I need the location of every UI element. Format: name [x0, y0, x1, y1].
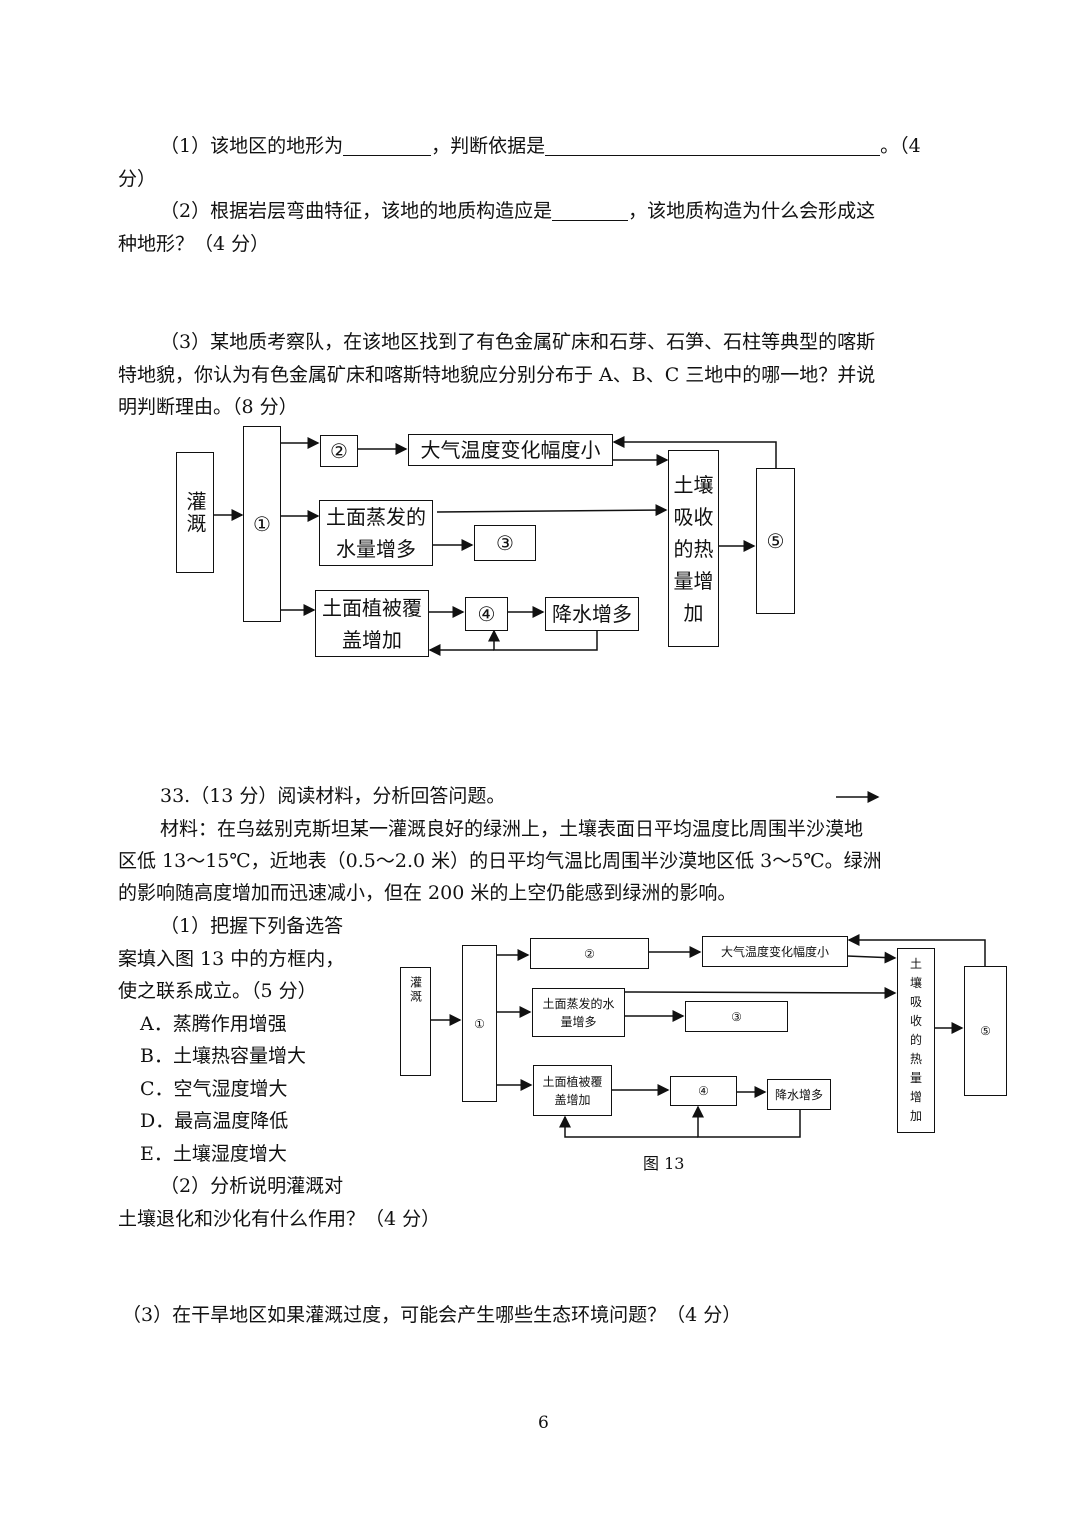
q32-p2-text-c: 种地形？（4 分） [118, 233, 270, 255]
box-rain: 降水增多 [545, 597, 639, 631]
box-evaporation: 土面蒸发的水量增多 [319, 500, 433, 566]
fig13-box-4[interactable]: ④ [670, 1076, 737, 1106]
option-e: E．土壤湿度增大 [140, 1143, 287, 1165]
box-3[interactable]: ③ [474, 525, 536, 561]
fig13-box-rain: 降水增多 [767, 1079, 831, 1110]
q32-p1-text-c: 。（4 [880, 135, 921, 157]
fig13-box-2[interactable]: ② [530, 938, 649, 969]
q33-part3: （3）在干旱地区如果灌溉过度，可能会产生哪些生态环境问题？（4 分） [122, 1304, 742, 1326]
figure-caption: 图 13 [643, 1154, 685, 1173]
page-number: 6 [538, 1413, 549, 1433]
q33-part1-line: 案填入图 13 中的方框内， [118, 948, 345, 970]
q33-title: 33.（13 分）阅读材料，分析回答问题。 [160, 785, 506, 807]
q33-part2-line: 土壤退化和沙化有什么作用？（4 分） [118, 1208, 441, 1230]
fig13-box-soil-heat: 土壤吸收的热量增加 [897, 948, 935, 1133]
q32-part2: （2）根据岩层弯曲特征，该地的地质构造应是 ，该地质构造为什么会形成这 [160, 202, 875, 221]
answer-blank[interactable] [343, 137, 432, 156]
q32-p3-line: （3）某地质考察队，在该地区找到了有色金属矿床和石芽、石笋、石柱等典型的喀斯 [160, 331, 876, 353]
fig13-box-evaporation: 土面蒸发的水量增多 [532, 988, 625, 1037]
fig13-box-irrigation: 灌溉 [400, 967, 431, 1076]
q32-p2-text: （2）根据岩层弯曲特征，该地的地质构造应是 [160, 200, 553, 222]
q32-p3-line: 特地貌，你认为有色金属矿床和喀斯特地貌应分别分布于 A、B、C 三地中的哪一地？… [118, 364, 876, 386]
q33-material-line: 区低 13～15℃，近地表（0.5～2.0 米）的日平均气温比周围半沙漠地区低 … [118, 850, 882, 872]
box-4[interactable]: ④ [465, 597, 508, 631]
fig13-box-temp-range: 大气温度变化幅度小 [702, 936, 848, 967]
q33-part1-line: 使之联系成立。（5 分） [118, 980, 317, 1002]
q32-part1: （1）该地区的地形为 ，判断依据是 。（4 [160, 137, 921, 156]
box-irrigation: 灌溉 [176, 452, 214, 573]
answer-blank[interactable] [552, 202, 629, 221]
q32-p1-text-d: 分） [118, 168, 157, 190]
box-5[interactable]: ⑤ [756, 468, 795, 614]
box-2[interactable]: ② [320, 435, 358, 467]
option-a: A．蒸腾作用增强 [140, 1013, 287, 1035]
q33-part1-line: （1）把握下列备选答 [160, 915, 344, 937]
q33-material-line: 材料：在乌兹别克斯坦某一灌溉良好的绿洲上，土壤表面日平均温度比周围半沙漠地 [160, 818, 864, 840]
q32-p1-text: （1）该地区的地形为 [160, 135, 344, 157]
box-soil-heat: 土壤吸收的热量增加 [668, 450, 719, 647]
q33-material-line: 的影响随高度增加而迅速减小，但在 200 米的上空仍能感到绿洲的影响。 [118, 882, 737, 904]
box-1[interactable]: ① [243, 426, 281, 622]
option-c: C．空气湿度增大 [140, 1078, 288, 1100]
fig13-box-vegetation: 土面植被覆盖增加 [533, 1065, 612, 1116]
q32-p3-line: 明判断理由。（8 分） [118, 396, 298, 418]
box-vegetation: 土面植被覆盖增加 [315, 590, 429, 657]
option-d: D．最高温度降低 [140, 1110, 289, 1132]
box-temp-range: 大气温度变化幅度小 [408, 434, 613, 466]
option-b: B．土壤热容量增大 [140, 1045, 306, 1067]
q32-p2-text-b: ，该地质构造为什么会形成这 [628, 200, 876, 222]
fig13-box-1[interactable]: ① [462, 945, 497, 1102]
q33-part2-line: （2）分析说明灌溉对 [160, 1175, 344, 1197]
answer-blank[interactable] [545, 137, 881, 156]
fig13-box-3[interactable]: ③ [685, 1001, 788, 1032]
q32-p1-text-b: ，判断依据是 [431, 135, 546, 157]
fig13-box-5[interactable]: ⑤ [964, 966, 1007, 1096]
